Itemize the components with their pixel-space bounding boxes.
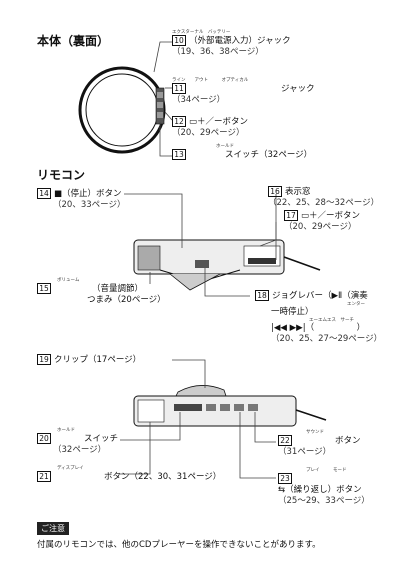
- label-17: 17▭＋／ーボタン （20、29ページ）: [284, 210, 361, 232]
- note-text: 付属のリモコンでは、他のCDプレーヤーを操作できないことがあります。: [37, 540, 321, 550]
- note-badge: ご注意: [37, 522, 69, 535]
- label-10: エクスターナル バッテリー 10（外部電源入力）ジャック （19、36、38ペー…: [172, 30, 291, 57]
- cd-player-back-illustration: [78, 41, 173, 157]
- remote-illustration: [124, 193, 321, 297]
- label-23: プレイ モード 23 ⇆（繰り返し）ボタン （25〜29、33ページ）: [278, 468, 370, 506]
- main-unit-title: 本体（裏面）: [37, 34, 110, 48]
- label-15: ボリューム 15（音量調節） つまみ（20ページ）: [37, 278, 166, 306]
- label-12: 12▭＋／ーボタン （20、29ページ）: [172, 116, 249, 138]
- remote-title: リモコン: [37, 168, 86, 182]
- label-14: 14■（停止）ボタン （20、33ページ）: [37, 188, 125, 211]
- remote-clip-illustration: [120, 359, 327, 479]
